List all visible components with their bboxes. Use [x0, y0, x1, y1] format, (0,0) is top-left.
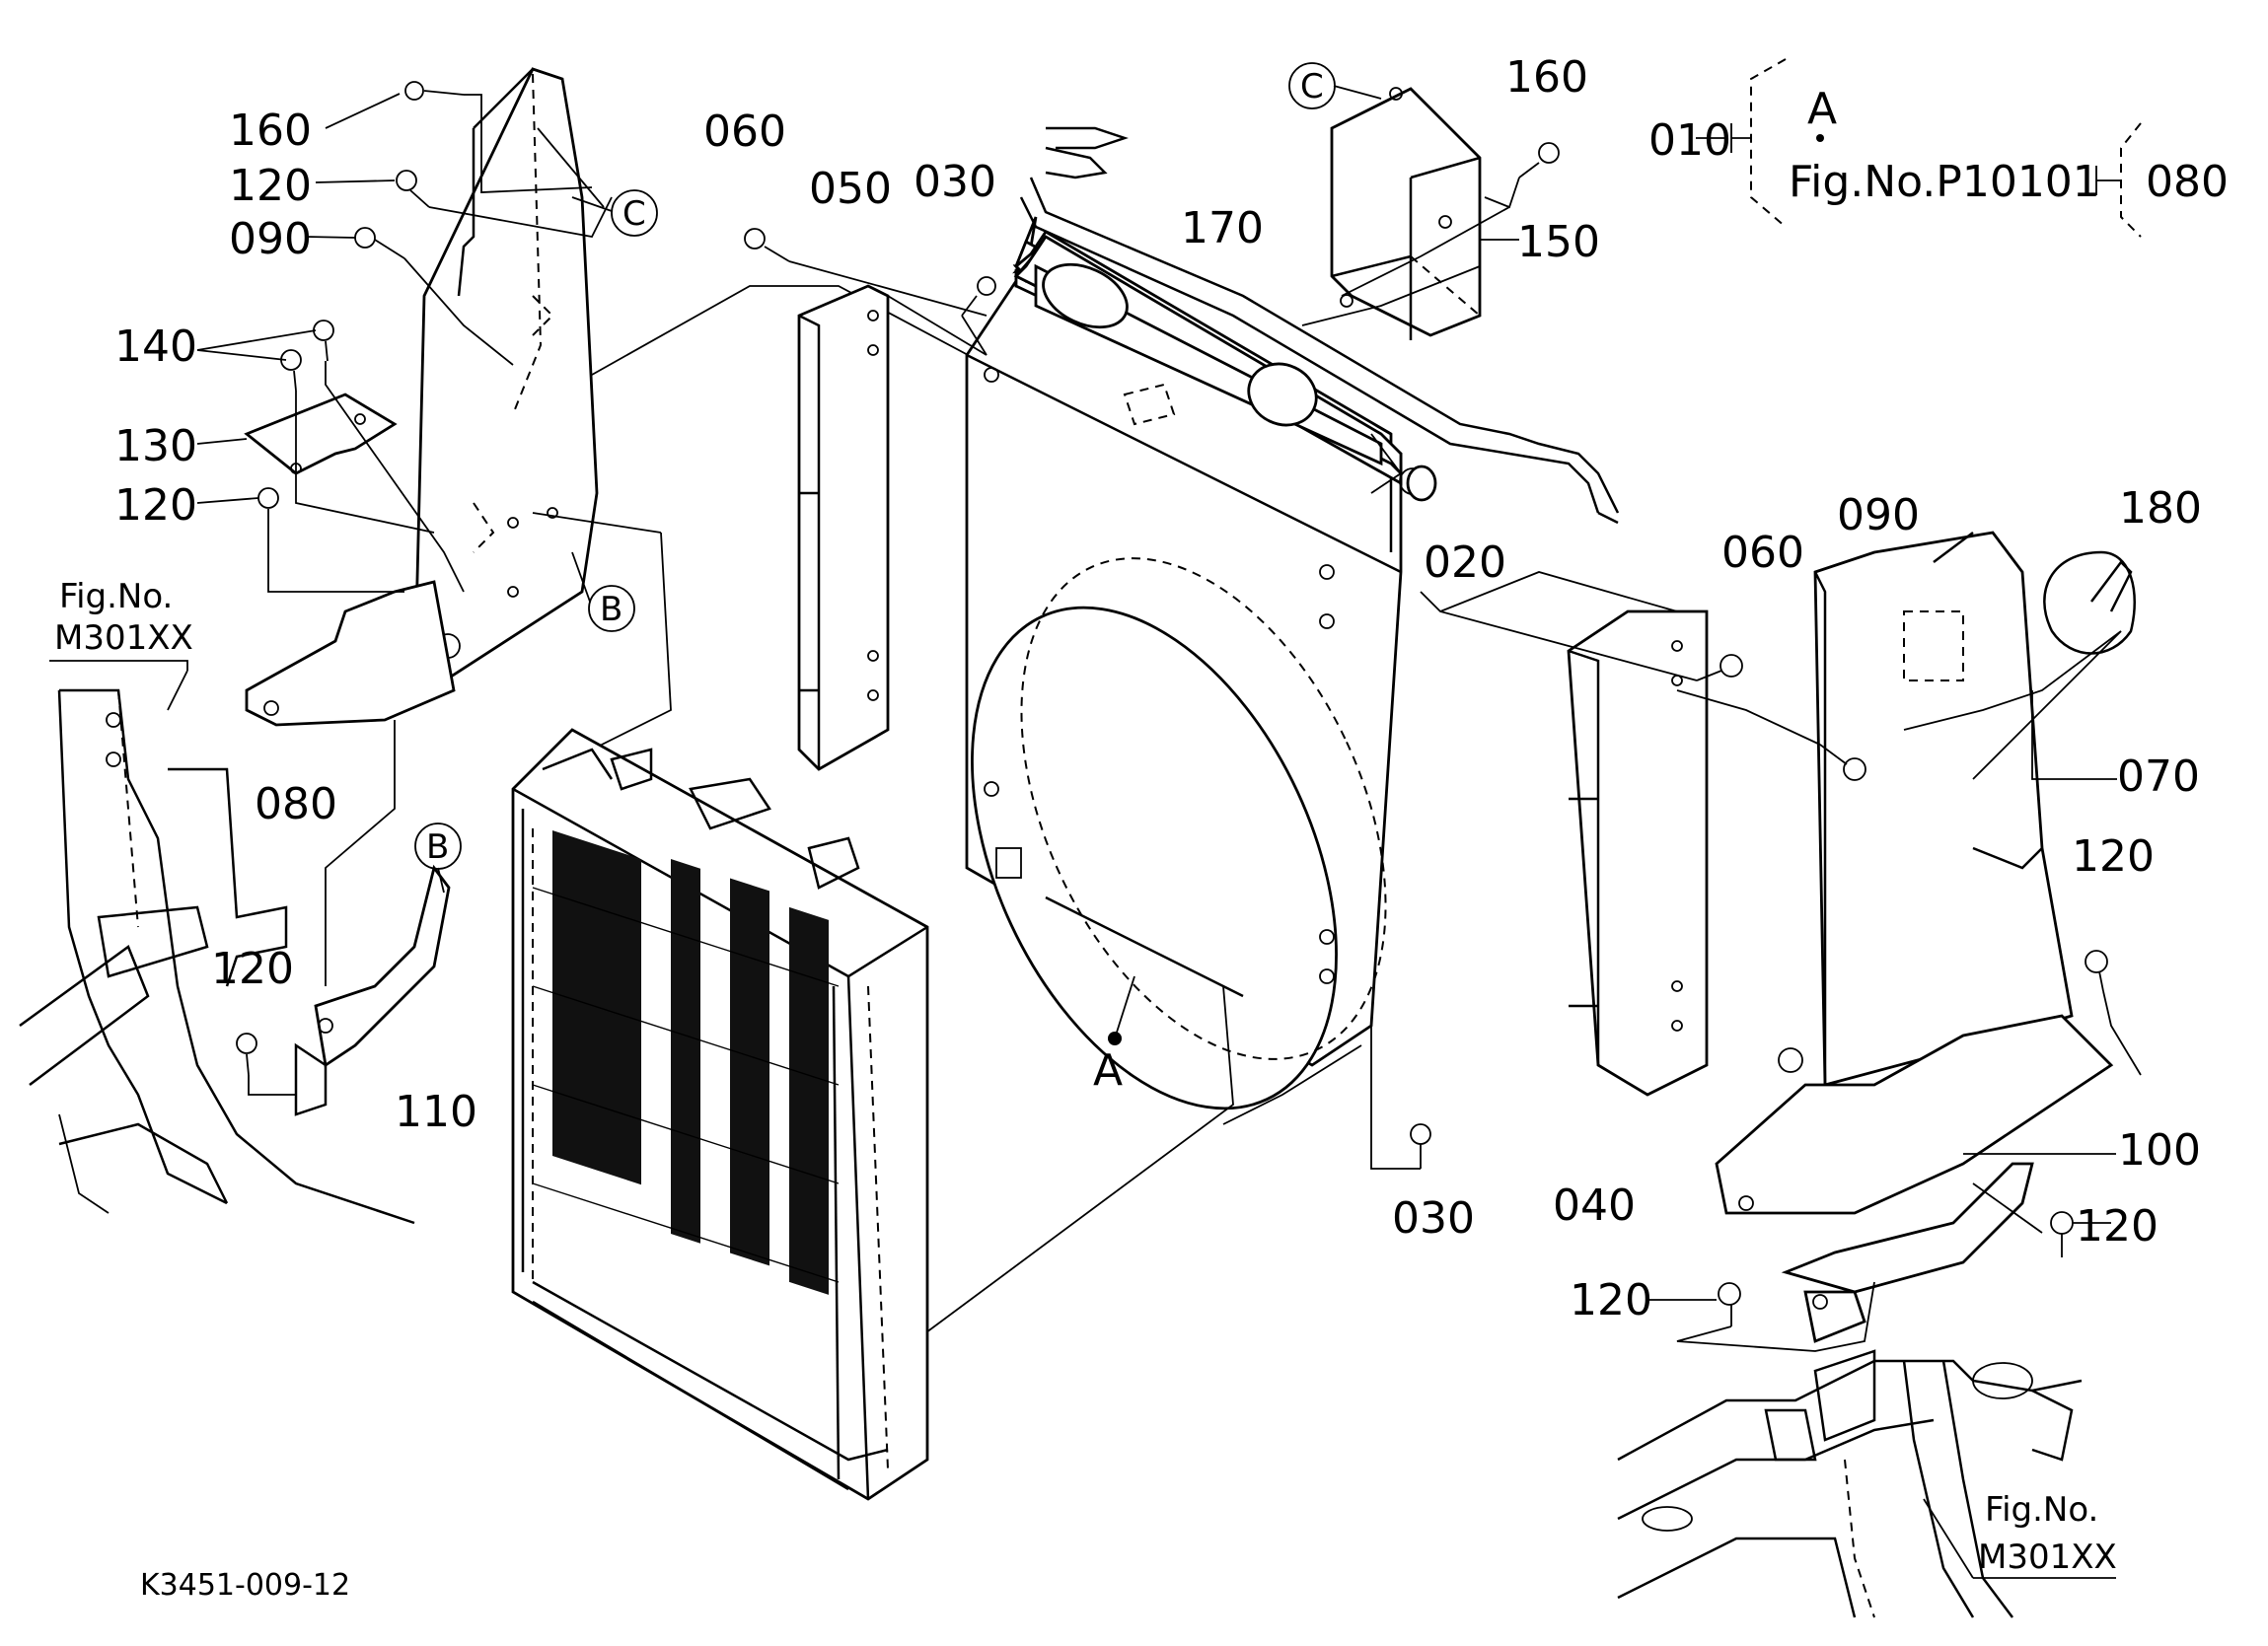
part-label: 180 [2119, 483, 2202, 534]
part-label: 120 [229, 161, 312, 211]
part-label: 030 [914, 157, 996, 207]
ring-letter-a: A [1093, 1045, 1123, 1096]
fig-ref-right-line1: Fig.No. [1985, 1490, 2098, 1530]
part-label: 140 [114, 322, 197, 372]
part-label: 160 [229, 106, 312, 156]
part-label: 050 [809, 164, 892, 214]
ref-block-lines [1730, 58, 2142, 238]
part-label: 120 [1570, 1275, 1652, 1325]
part-label: 090 [229, 214, 312, 264]
plate-130 [244, 393, 398, 475]
left-shroud-panel [412, 67, 599, 703]
part-label: 120 [114, 480, 197, 531]
ref-block-fig: Fig.No.P10101 [1789, 157, 2100, 207]
right-frame-drawing [1617, 1349, 2083, 1618]
callout-b-left: B [600, 590, 622, 629]
fan-shroud [965, 264, 1403, 1110]
bracket-040 [1567, 609, 1709, 1097]
part-label: 120 [2076, 1201, 2158, 1252]
part-label: 060 [1721, 528, 1804, 578]
grommet-020 [1406, 465, 1437, 502]
part-label: 070 [2117, 751, 2200, 802]
clamp-180 [2043, 550, 2136, 655]
callout-circles [414, 62, 1382, 894]
callout-c-left: C [622, 194, 646, 234]
bracket-050 [797, 284, 890, 771]
part-label: 080 [255, 779, 337, 829]
bracket-150 [1330, 87, 1482, 340]
left-leaders [196, 93, 988, 1096]
bracket-100 [1781, 1162, 2034, 1343]
part-label: 030 [1392, 1193, 1475, 1244]
right-leaders [788, 177, 2142, 1401]
callout-b-lower: B [426, 827, 449, 867]
fig-ref-left-line2: M301XX [54, 618, 193, 658]
bracket-080 [245, 580, 456, 727]
point-a-marker [1108, 975, 1135, 1045]
ref-block-letter: A [1807, 84, 1837, 134]
part-label: 120 [2072, 831, 2155, 882]
label-leaders [1480, 137, 2117, 1301]
part-label: 090 [1837, 490, 1920, 540]
radiator [511, 728, 929, 1501]
ref-block-left-num: 010 [1648, 115, 1731, 166]
fig-ref-left-line1: Fig.No. [59, 577, 173, 616]
part-label: 120 [211, 944, 294, 994]
shroud-top-plate [1013, 235, 1403, 477]
left-frame-drawing [19, 688, 415, 1225]
drawing-id: K3451-009-12 [140, 1568, 350, 1603]
part-label: 170 [1181, 203, 1264, 253]
part-label: 150 [1517, 217, 1600, 267]
fig-ref-underlines [49, 660, 2116, 1579]
part-label: 060 [703, 107, 786, 157]
part-label: 100 [2118, 1125, 2201, 1176]
fig-ref-right-line2: M301XX [1978, 1538, 2117, 1577]
part-label: 040 [1553, 1181, 1636, 1231]
part-label: 020 [1424, 537, 1506, 588]
part-label: 160 [1505, 52, 1588, 103]
callout-c-top: C [1300, 67, 1324, 107]
ref-block-right-num: 080 [2146, 157, 2229, 207]
part-label: 130 [114, 421, 197, 471]
right-shroud-panel [1715, 531, 2114, 1215]
part-label: 110 [395, 1087, 477, 1137]
bracket-110 [294, 864, 451, 1116]
hose-170 [1019, 126, 1620, 525]
